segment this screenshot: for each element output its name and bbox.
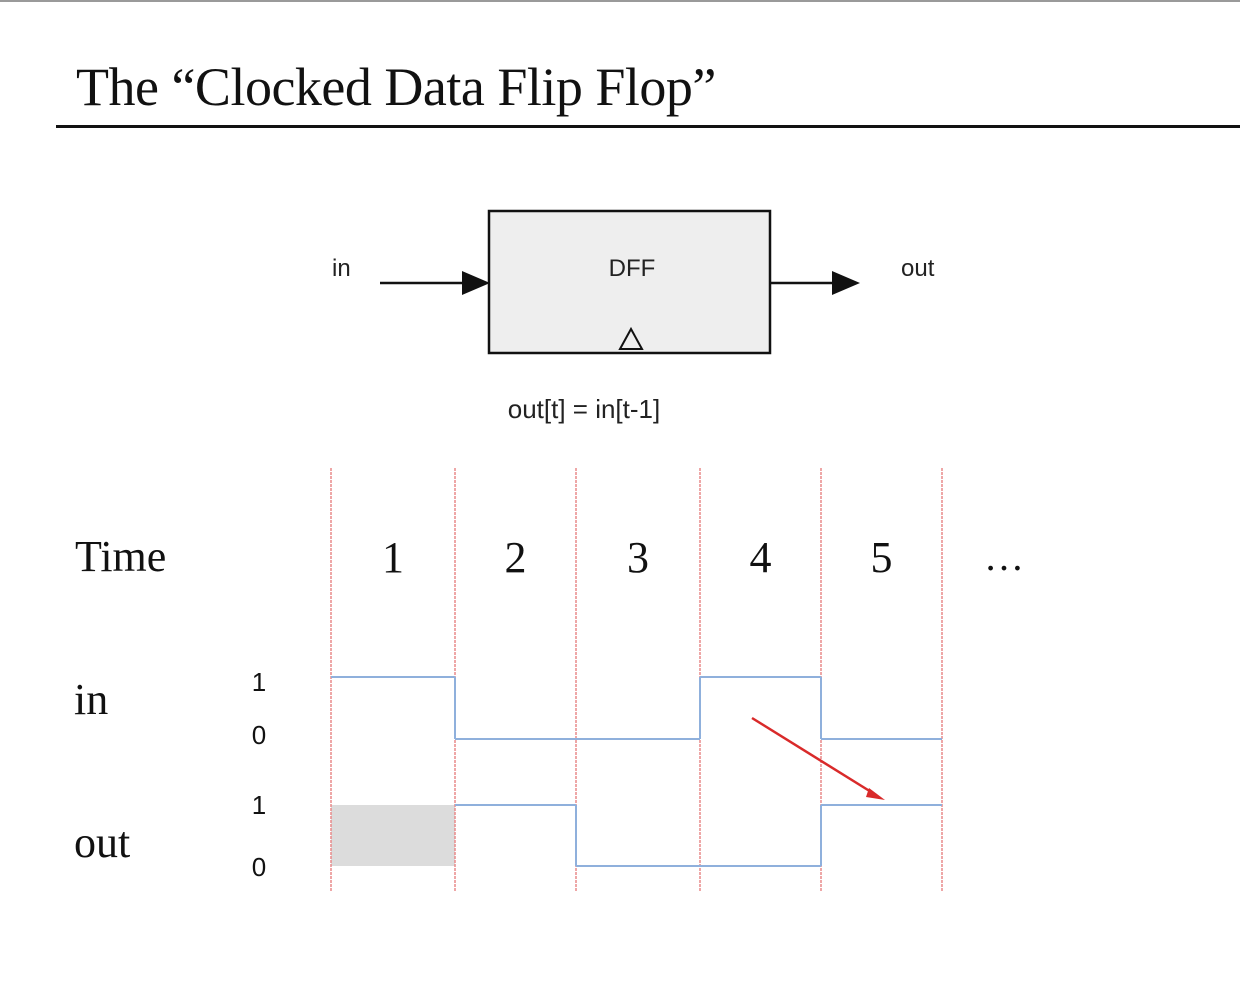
in-level-low-label: 0 — [252, 720, 266, 750]
time-row-label: Time — [75, 532, 166, 581]
time-step-2: 2 — [505, 533, 527, 582]
delay-arrow — [751, 716, 877, 797]
time-step-4: 4 — [750, 533, 772, 582]
output-arrowhead-icon — [832, 271, 860, 295]
out-unknown-region-1 — [331, 805, 455, 866]
in-waveform — [331, 676, 942, 740]
out-waveform — [455, 804, 942, 867]
delay-arrowhead-icon — [866, 788, 885, 800]
in-level-high-label: 1 — [252, 667, 266, 697]
input-label: in — [332, 255, 351, 282]
title-rule — [56, 125, 1240, 128]
time-step-3: 3 — [627, 533, 649, 582]
dff-box — [487, 209, 772, 355]
time-step-labels: 1 2 3 4 5 — [382, 533, 893, 582]
equation: out[t] = in[t-1] — [508, 394, 660, 424]
input-arrowhead-icon — [462, 271, 490, 295]
dff-box-label: DFF — [609, 255, 656, 282]
time-ellipsis: … — [984, 534, 1024, 579]
out-level-low-label: 0 — [252, 852, 266, 882]
timing-diagram: Time in out 1 0 1 0 1 2 3 4 5 … — [74, 468, 1024, 892]
time-step-1: 1 — [382, 533, 404, 582]
out-row-label: out — [74, 818, 130, 867]
time-step-5: 5 — [871, 533, 893, 582]
out-level-high-label: 1 — [252, 790, 266, 820]
top-border — [0, 0, 1240, 2]
unknown-regions — [331, 805, 455, 866]
dff-block-diagram: in DFF out out[t] = in[t-1] — [332, 209, 935, 424]
output-label: out — [901, 255, 935, 282]
clock-triangle-icon — [618, 326, 644, 350]
slide-title: The “Clocked Data Flip Flop” — [76, 57, 716, 117]
in-row-label: in — [74, 675, 108, 724]
